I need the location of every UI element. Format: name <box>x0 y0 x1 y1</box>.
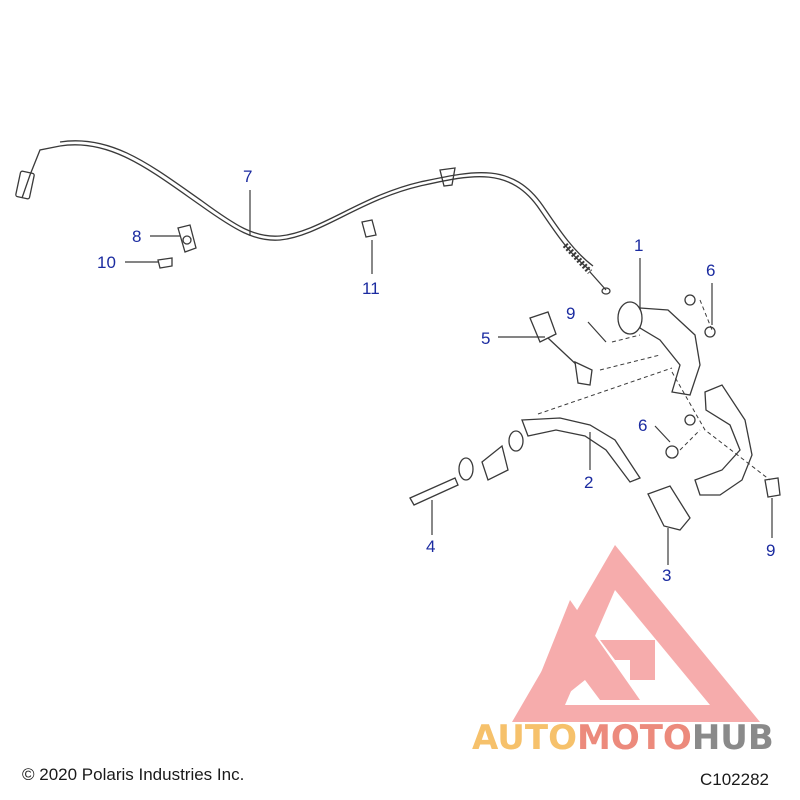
callout-5: 5 <box>481 329 491 348</box>
assembly-lines <box>537 299 771 481</box>
callout-9-lower: 9 <box>766 541 776 560</box>
callout-1: 1 <box>634 236 644 255</box>
pedal-bracket <box>617 294 716 396</box>
brand-auto: AUTO <box>472 718 577 758</box>
brake-switch <box>529 311 593 386</box>
callout-10: 10 <box>97 253 116 272</box>
cable-clip <box>157 224 197 269</box>
brand-moto: MOTO <box>576 718 692 758</box>
brand-hub: HUB <box>691 718 774 758</box>
leader-lines <box>125 190 773 565</box>
pedal-pad <box>647 485 691 531</box>
watermark-logo <box>512 545 760 722</box>
mount-plate <box>665 384 781 498</box>
callout-7: 7 <box>243 167 253 186</box>
fastener-11 <box>361 219 377 238</box>
watermark-brand: AUTOMOTOHUB <box>472 718 774 758</box>
spring-assembly <box>409 430 524 506</box>
callout-2: 2 <box>584 473 594 492</box>
diagram-code: C102282 <box>700 770 770 789</box>
callout-3: 3 <box>662 566 672 585</box>
copyright-text: © 2020 Polaris Industries Inc. <box>22 765 245 784</box>
callout-4: 4 <box>426 537 436 556</box>
callout-9-upper: 9 <box>566 304 576 323</box>
pedal-arm <box>521 417 641 483</box>
throttle-cable <box>15 140 611 295</box>
callout-11: 11 <box>362 279 380 298</box>
callout-8: 8 <box>132 227 142 246</box>
callout-6-top: 6 <box>706 261 716 280</box>
callout-6-lower: 6 <box>638 416 648 435</box>
